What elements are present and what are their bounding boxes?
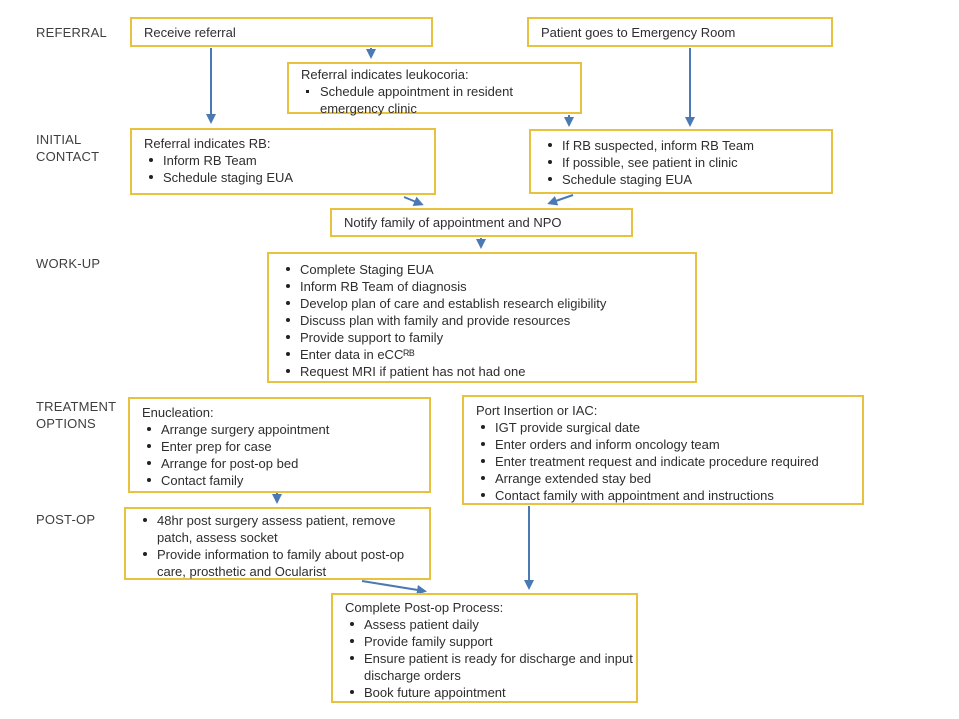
- stage-label-initial-contact: INITIAL CONTACT: [36, 132, 100, 164]
- bullet-item: Enter treatment request and indicate pro…: [464, 453, 862, 470]
- bullet-item: Discuss plan with family and provide res…: [269, 312, 695, 329]
- bullet-list: Schedule appointment in resident emergen…: [289, 83, 580, 117]
- node-title: Referral indicates RB:: [144, 136, 271, 151]
- arrow-postop-to-complete: [361, 580, 427, 595]
- stage-label-work-up: WORK-UP: [36, 256, 101, 271]
- bullet-item: Contact family: [130, 472, 429, 489]
- node-title: Port Insertion or IAC:: [476, 403, 598, 418]
- bullet-item: Schedule staging EUA: [531, 171, 831, 188]
- node-patient-emergency-room: Patient goes to Emergency Room: [527, 17, 833, 47]
- bullet-item: Develop plan of care and establish resea…: [269, 295, 695, 312]
- bullet-item: Arrange for post-op bed: [130, 455, 429, 472]
- bullet-item: Enter prep for case: [130, 438, 429, 455]
- stage-label-post-op: POST-OP: [36, 512, 96, 527]
- bullet-item: Provide family support: [333, 633, 636, 650]
- node-post-op-assess: 48hr post surgery assess patient, remove…: [124, 507, 431, 580]
- bullet-item: Assess patient daily: [333, 616, 636, 633]
- bullet-item: Schedule staging EUA: [132, 169, 434, 186]
- node-title: Enucleation:: [142, 405, 214, 420]
- node-receive-referral: Receive referral: [130, 17, 433, 47]
- arrow-rb-to-notify: [403, 196, 424, 206]
- node-complete-post-op: Complete Post-op Process: Assess patient…: [331, 593, 638, 703]
- bullet-item: Enter orders and inform oncology team: [464, 436, 862, 453]
- bullet-list: 48hr post surgery assess patient, remove…: [126, 512, 429, 580]
- bullet-item: 48hr post surgery assess patient, remove…: [126, 512, 429, 546]
- node-title: Receive referral: [144, 24, 236, 40]
- bullet-item: Request MRI if patient has not had one: [269, 363, 695, 380]
- bullet-item: Book future appointment: [333, 684, 636, 701]
- bullet-item: Provide support to family: [269, 329, 695, 346]
- bullet-item: Complete Staging EUA: [269, 261, 695, 278]
- bullet-item: Contact family with appointment and inst…: [464, 487, 862, 504]
- bullet-item: Inform RB Team: [132, 152, 434, 169]
- bullet-item: Ensure patient is ready for discharge an…: [333, 650, 636, 684]
- node-port-insertion: Port Insertion or IAC: IGT provide surgi…: [462, 395, 864, 505]
- arrow-suspected-to-notify: [547, 194, 574, 206]
- bullet-item: Arrange extended stay bed: [464, 470, 862, 487]
- bullet-item: Provide information to family about post…: [126, 546, 429, 580]
- node-enucleation: Enucleation: Arrange surgery appointment…: [128, 397, 431, 493]
- bullet-item: IGT provide surgical date: [464, 419, 862, 436]
- bullet-item: Inform RB Team of diagnosis: [269, 278, 695, 295]
- node-title: Referral indicates leukocoria:: [301, 67, 469, 82]
- node-title: Complete Post-op Process:: [345, 600, 504, 615]
- node-title: Notify family of appointment and NPO: [344, 215, 562, 230]
- stage-label-treatment-options: TREATMENT OPTIONS: [36, 399, 117, 431]
- node-notify-family: Notify family of appointment and NPO: [330, 208, 633, 237]
- bullet-item: If possible, see patient in clinic: [531, 154, 831, 171]
- bullet-item: If RB suspected, inform RB Team: [531, 137, 831, 154]
- bullet-item: Enter data in eCCᴿᴮ: [269, 346, 695, 363]
- node-leukocoria: Referral indicates leukocoria: Schedule …: [287, 62, 582, 117]
- bullet-item: Arrange surgery appointment: [130, 421, 429, 438]
- bullet-item: Schedule appointment in resident emergen…: [289, 83, 580, 117]
- stage-label-referral: REFERRAL: [36, 25, 107, 40]
- node-title: Patient goes to Emergency Room: [541, 24, 736, 40]
